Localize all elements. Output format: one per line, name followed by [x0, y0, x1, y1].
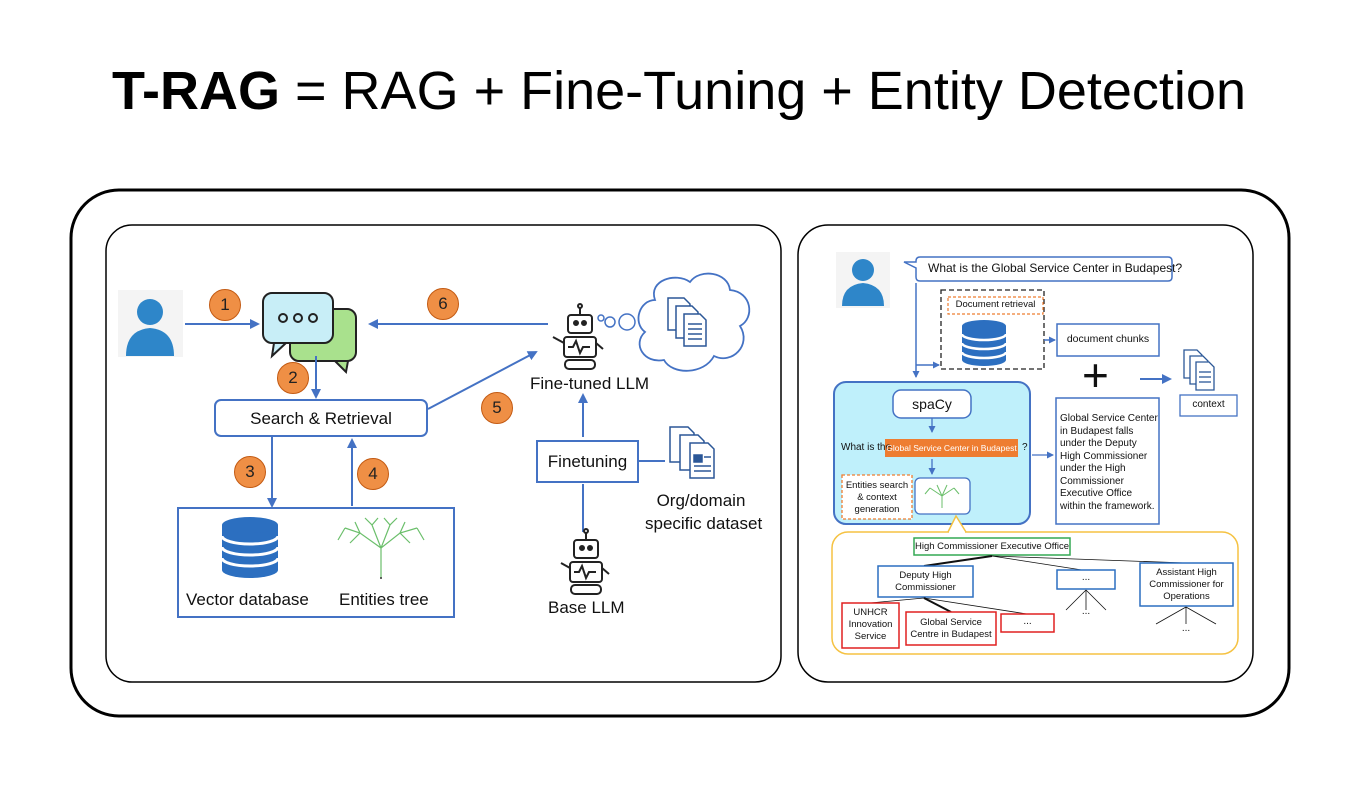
document-chunks-label: document chunks: [1066, 333, 1150, 345]
spacy-label: spaCy: [912, 396, 952, 412]
step-badge-2: 2: [277, 362, 309, 394]
left-panel: [105, 224, 782, 683]
title-rest: = RAG + Fine-Tuning + Entity Detection: [280, 61, 1246, 121]
question-mark-label: ?: [1022, 442, 1028, 453]
document-retrieval-label: Document retrieval: [955, 299, 1036, 310]
search-retrieval-label: Search & Retrieval: [250, 409, 392, 428]
user-icon-right: [836, 252, 890, 308]
step-badge-4: 4: [357, 458, 389, 490]
tree-ellipsis-under-assistant: ...: [1181, 623, 1191, 634]
tree-ellipsis-mid-box: [1056, 569, 1116, 590]
step-badge-6: 6: [427, 288, 459, 320]
question-text: What is the Global Service Center in Bud…: [928, 261, 1183, 275]
base-llm-label: Base LLM: [548, 598, 625, 617]
tree-icon: [337, 517, 425, 578]
tree-root-box: [913, 537, 1071, 556]
search-retrieval-box: [214, 399, 428, 437]
context-box: [1179, 394, 1238, 417]
answer-box: [1055, 397, 1160, 525]
finetuning-box: [536, 440, 639, 483]
question-bubble: [903, 256, 1173, 282]
retrieval-dashed-box: [940, 289, 1045, 370]
what-is-the-label: What is the: [841, 442, 892, 453]
tree-deputy-box: [877, 565, 974, 598]
tree-root-label: High Commissioner Executive Office: [915, 541, 1069, 552]
right-panel: [797, 224, 1254, 683]
database-icon-right: [960, 320, 1008, 366]
tree-assistant-box: [1139, 562, 1234, 607]
page-title: T-RAG = RAG + Fine-Tuning + Entity Detec…: [0, 60, 1358, 122]
plus-sign: +: [1082, 349, 1109, 401]
step-badge-1: 1: [209, 289, 241, 321]
vector-database-label: Vector database: [186, 590, 309, 609]
entities-tree-label: Entities tree: [339, 590, 429, 609]
robot-icon-finetuned: [552, 303, 604, 370]
tree-ellipsis-under-mid: ...: [1081, 606, 1091, 617]
tree-ellipsis-small-label: ...: [1023, 616, 1032, 627]
tree-unhcr-box: [841, 602, 900, 649]
outer-frame: [69, 188, 1291, 718]
dataset-label-line2: specific dataset: [645, 514, 763, 533]
document-retrieval-label-box: [947, 296, 1044, 315]
dataset-label-line1: Org/domain: [656, 491, 746, 510]
tree-ellipsis-mid-label: ...: [1081, 572, 1091, 583]
step-badge-3: 3: [234, 456, 266, 488]
robot-icon-base: [560, 528, 610, 595]
context-document-icon: [1183, 349, 1215, 391]
document-icon-cloud: [667, 297, 707, 347]
fine-tuned-llm-label: Fine-tuned LLM: [530, 374, 650, 393]
step-badge-5: 5: [481, 392, 513, 424]
document-icon-dataset: [669, 426, 715, 479]
database-icon: [220, 517, 280, 578]
tree-gsc-box: [905, 611, 997, 646]
user-icon: [118, 290, 183, 357]
tree-ellipsis-small-box: [1000, 613, 1055, 633]
finetuning-label: Finetuning: [547, 452, 628, 471]
entities-search-box: [841, 474, 913, 520]
chat-bubbles-icon: [262, 292, 357, 375]
context-label: context: [1192, 399, 1225, 410]
entity-highlight-box: [885, 439, 1018, 457]
document-chunks-box: [1056, 323, 1160, 357]
title-bold: T-RAG: [112, 61, 281, 121]
entity-highlight-label: Global Service Center in Budapest: [886, 443, 1017, 453]
tree-dot: [380, 577, 382, 579]
